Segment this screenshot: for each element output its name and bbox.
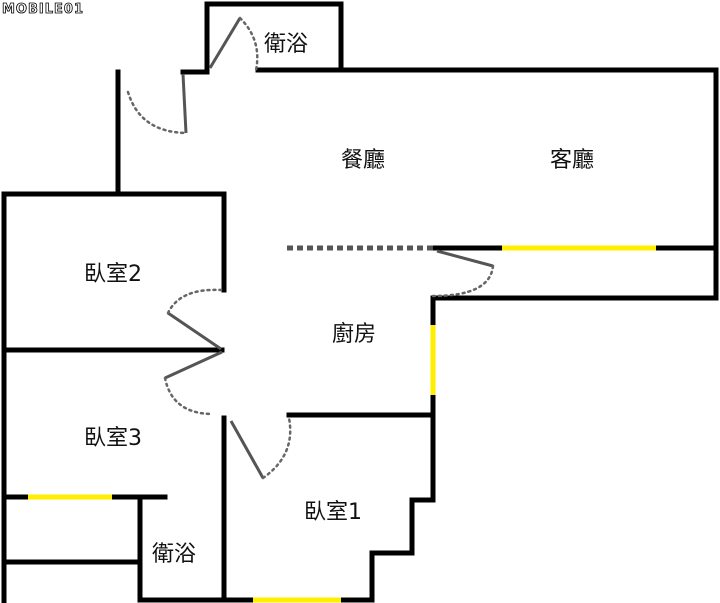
room-label-bath-bottom: 衛浴 bbox=[152, 542, 197, 567]
door-bedroom2 bbox=[167, 311, 222, 351]
wall-bedroom2-top bbox=[1, 191, 227, 603]
door-swing-bedroom2 bbox=[166, 288, 223, 315]
door-bedroom1 bbox=[229, 420, 265, 479]
windows bbox=[28, 245, 656, 603]
wall-bottom-b bbox=[338, 392, 436, 603]
doors bbox=[126, 16, 495, 480]
door-swing-entry bbox=[126, 90, 188, 135]
room-label-bedroom1: 臥室1 bbox=[304, 500, 362, 525]
door-kitchen bbox=[436, 249, 494, 268]
door-swing-bath-top bbox=[238, 16, 259, 72]
door-swing-bedroom3 bbox=[163, 376, 213, 416]
room-label-living: 客廳 bbox=[550, 148, 595, 173]
room-label-bedroom2: 臥室2 bbox=[84, 262, 142, 287]
door-bedroom3 bbox=[164, 350, 223, 380]
wall-top bbox=[255, 67, 719, 251]
room-label-bath-top: 衛浴 bbox=[264, 32, 309, 57]
room-label-dining: 餐廳 bbox=[341, 148, 386, 173]
door-swing-bedroom1 bbox=[261, 416, 292, 480]
room-label-kitchen: 廚房 bbox=[332, 322, 377, 347]
door-bath-top bbox=[208, 17, 242, 69]
door-entry bbox=[181, 73, 188, 134]
door-swing-kitchen bbox=[431, 264, 495, 298]
wall-kitchen-right bbox=[430, 245, 719, 328]
room-label-bedroom3: 臥室3 bbox=[84, 426, 142, 451]
wall-top-bath bbox=[204, 1, 344, 71]
mobile01-logo: MOBILE01 bbox=[2, 2, 84, 18]
